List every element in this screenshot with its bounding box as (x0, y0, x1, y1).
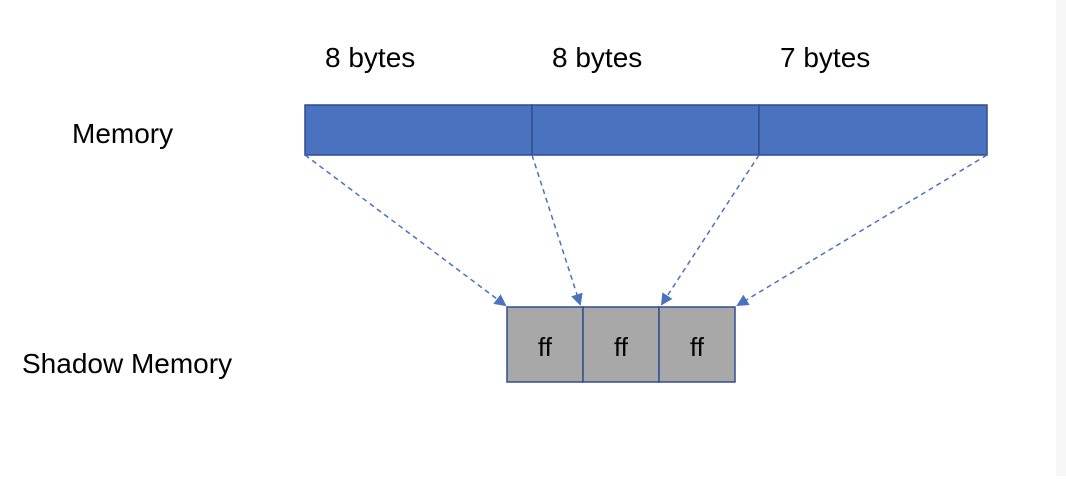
shadow-cell (506, 306, 584, 383)
memory-segment (531, 104, 760, 156)
shadow-cell (658, 306, 736, 383)
shadow-cell (582, 306, 660, 383)
segment-size-label: 8 bytes (325, 42, 415, 73)
mapping-arrow (304, 154, 507, 307)
mapping-arrow (736, 154, 988, 307)
page-edge-strip (1056, 0, 1066, 476)
mapping-arrow (660, 154, 760, 306)
memory-segment (758, 104, 988, 156)
shadow-cell-value: ff (538, 332, 553, 362)
shadow-cell-value: ff (690, 332, 705, 362)
shadow-memory-row-label: Shadow Memory (22, 348, 232, 379)
memory-segment (304, 104, 533, 156)
mapping-arrow (531, 154, 583, 306)
segment-size-label: 8 bytes (552, 42, 642, 73)
memory-row-label: Memory (72, 118, 173, 149)
shadow-cell-value: ff (614, 332, 629, 362)
segment-size-label: 7 bytes (780, 42, 870, 73)
